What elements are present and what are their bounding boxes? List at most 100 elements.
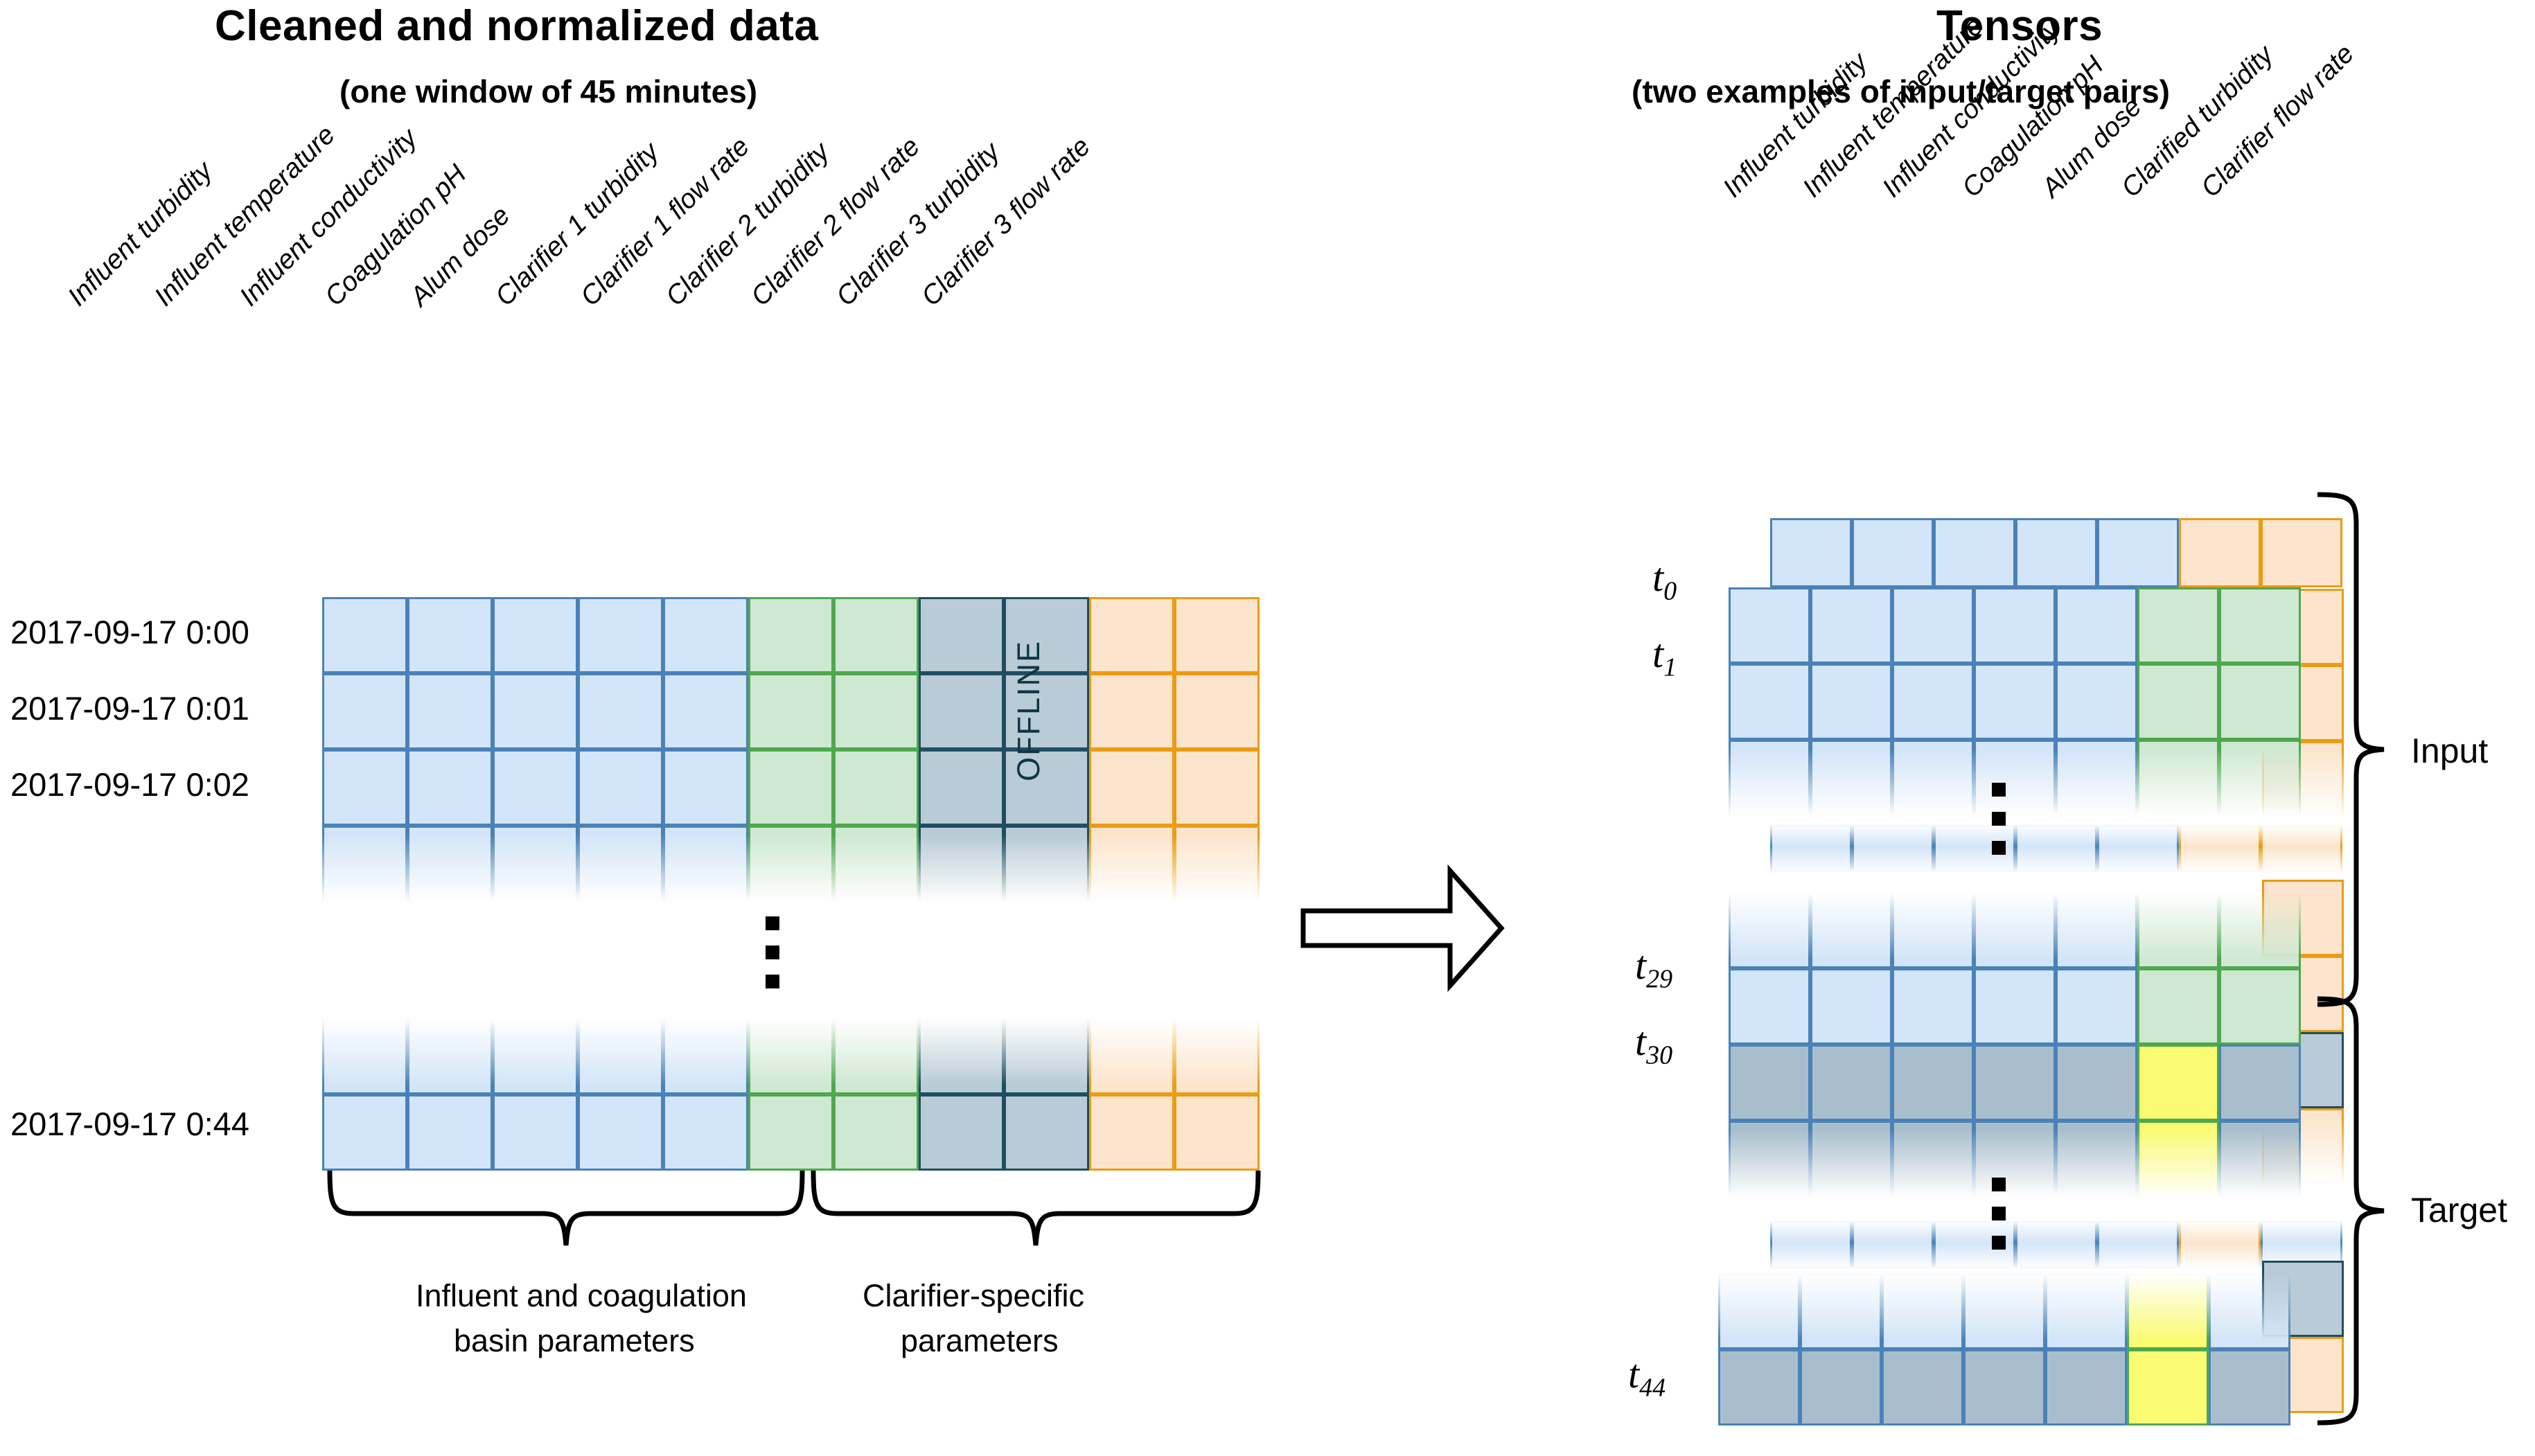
tensor-s2-r3-c1 — [1810, 1121, 1892, 1197]
tensor-s2-r0-c4 — [2056, 892, 2137, 968]
tensor-s1-r1-c0 — [1729, 664, 1810, 740]
tensor-s1-r1-c2 — [1892, 664, 1974, 740]
offline-label: OFFLINE — [1011, 639, 1046, 782]
tensor-s1-r0-c3 — [1974, 587, 2056, 664]
left-brace-label-2-line1: Clarifier-specific — [863, 1278, 1085, 1313]
left-cell-r5-c9 — [1089, 1094, 1174, 1171]
tensor-s1-r0-c6 — [2219, 587, 2301, 664]
left-cell-r4-c9 — [1089, 1018, 1174, 1094]
left-cell-r1-c6 — [833, 673, 919, 749]
left-cell-r0-c2 — [493, 597, 578, 673]
left-cell-r0-c3 — [578, 597, 663, 673]
timestep-label-t44: t44 — [1628, 1351, 1666, 1403]
tensor-s1-r1-c4 — [2056, 664, 2137, 740]
left-cell-r2-c7 — [919, 749, 1004, 826]
left-row-label-1: 2017-09-17 0:01 — [10, 690, 249, 727]
left-cell-r3-c6 — [833, 826, 919, 902]
left-cell-r5-c2 — [493, 1094, 578, 1171]
tensor-s2-r1-c0 — [1729, 968, 1810, 1045]
tensor-ellipsis-lower — [1992, 1178, 2006, 1265]
left-cell-r2-c6 — [833, 749, 919, 826]
left-cell-r5-c7 — [919, 1094, 1004, 1171]
left-row-label-2: 2017-09-17 0:02 — [10, 766, 249, 803]
tensor-s2-r3-c0 — [1729, 1121, 1810, 1197]
tensor-s1-r1-c6 — [2219, 664, 2301, 740]
tensor-s1-r2-c4 — [2056, 740, 2137, 816]
tensor-s3-r0-c5 — [2127, 1273, 2209, 1349]
left-brace-label-2-line2: parameters — [901, 1323, 1059, 1358]
tensor-s2-r1-c5 — [2137, 968, 2219, 1045]
left-cell-r2-c5 — [748, 749, 833, 826]
left-cell-r0-c8 — [1004, 597, 1089, 673]
left-cell-r3-c5 — [748, 826, 833, 902]
right-panel-subtitle: (two examples of input/target pairs) — [1632, 73, 2170, 109]
tensor-s2-r3-c3 — [1974, 1121, 2056, 1197]
tensor-s2-r1-c3 — [1974, 968, 2056, 1045]
tensor-s3-r0-c2 — [1882, 1273, 1963, 1349]
tensor-strip-up-r0-c6 — [2261, 824, 2342, 873]
left-cell-r0-c6 — [833, 597, 919, 673]
tensor-s1-r2-c0 — [1729, 740, 1810, 816]
left-cell-r4-c0 — [322, 1018, 407, 1094]
left-cell-r4-c5 — [748, 1018, 833, 1094]
left-brace-label-1-line1: Influent and coagulation — [416, 1278, 747, 1313]
left-cell-r0-c0 — [322, 597, 407, 673]
left-cell-r5-c3 — [578, 1094, 663, 1171]
tensor-s3-r1-c5 — [2127, 1349, 2209, 1426]
tensor-back1-top-r0-c1 — [1852, 518, 1934, 587]
right-panel-title: Tensors — [1936, 2, 2103, 50]
tensor-s1-r0-c4 — [2056, 587, 2137, 664]
left-cell-r3-c3 — [578, 826, 663, 902]
timestep-label-t29: t29 — [1635, 943, 1673, 994]
tensor-s1-r0-c5 — [2137, 587, 2219, 664]
target-brace — [2317, 996, 2385, 1426]
tensor-strip-dn-r0-c4 — [2097, 1220, 2179, 1269]
input-label: Input — [2411, 731, 2489, 770]
left-cell-r0-c10 — [1174, 597, 1260, 673]
left-cell-r2-c8 — [1004, 749, 1089, 826]
left-brace-clarifier — [811, 1170, 1261, 1246]
tensor-back1-top-r0-c2 — [1934, 518, 2015, 587]
right-column-header-0: Influent turbidity — [1717, 47, 1873, 204]
tensor-s2-r0-c5 — [2137, 892, 2219, 968]
left-panel-subtitle: (one window of 45 minutes) — [339, 73, 758, 109]
left-cell-r5-c8 — [1004, 1094, 1089, 1171]
left-cell-r4-c6 — [833, 1018, 919, 1094]
tensor-s2-r1-c1 — [1810, 968, 1892, 1045]
tensor-s2-r1-c2 — [1892, 968, 1974, 1045]
tensor-back1-top-r0-c4 — [2097, 518, 2179, 587]
tensor-s1-r1-c1 — [1810, 664, 1892, 740]
tensor-s1-r2-c3 — [1974, 740, 2056, 816]
left-cell-r4-c7 — [919, 1018, 1004, 1094]
left-cell-r4-c8 — [1004, 1018, 1089, 1094]
left-row-label-0: 2017-09-17 0:00 — [10, 614, 249, 650]
left-cell-r0-c4 — [663, 597, 748, 673]
left-cell-r1-c2 — [493, 673, 578, 749]
tensor-s1-r2-c6 — [2219, 740, 2301, 816]
left-cell-r1-c5 — [748, 673, 833, 749]
tensor-s3-r0-c0 — [1718, 1273, 1800, 1349]
tensor-s3-r1-c3 — [1963, 1349, 2045, 1426]
tensor-s2-r2-c5 — [2137, 1045, 2219, 1121]
left-cell-r0-c1 — [407, 597, 493, 673]
left-panel-title: Cleaned and normalized data — [215, 2, 819, 50]
input-brace — [2317, 492, 2385, 1007]
left-cell-r3-c8 — [1004, 826, 1089, 902]
tensor-s3-r1-c4 — [2045, 1349, 2127, 1426]
left-cell-r3-c4 — [663, 826, 748, 902]
left-brace-label-1-line2: basin parameters — [454, 1323, 695, 1358]
tensor-s1-r0-c1 — [1810, 587, 1892, 664]
left-cell-r5-c5 — [748, 1094, 833, 1171]
tensor-s2-r1-c4 — [2056, 968, 2137, 1045]
left-cell-r2-c1 — [407, 749, 493, 826]
left-cell-r3-c2 — [493, 826, 578, 902]
left-cell-r1-c7 — [919, 673, 1004, 749]
left-row-label-3: 2017-09-17 0:44 — [10, 1106, 249, 1142]
tensor-s3-r1-c1 — [1800, 1349, 1882, 1426]
left-cell-r1-c9 — [1089, 673, 1174, 749]
tensor-back1-top-r0-c6 — [2261, 518, 2342, 587]
left-cell-r1-c1 — [407, 673, 493, 749]
tensor-back1-top-r0-c5 — [2179, 518, 2261, 587]
left-cell-r5-c1 — [407, 1094, 493, 1171]
tensor-s2-r1-c6 — [2219, 968, 2301, 1045]
